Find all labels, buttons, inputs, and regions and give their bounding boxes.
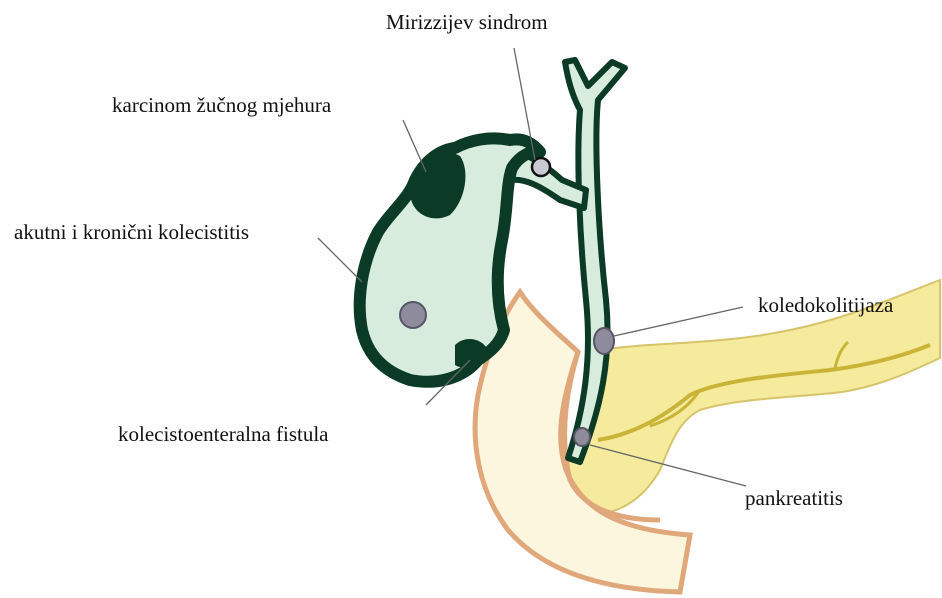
label-cholecystitis: akutni i kronični kolecistitis	[14, 220, 249, 244]
label-pancreatitis: pankreatitis	[745, 486, 843, 510]
label-mirizzi: Mirizzijev sindrom	[386, 10, 548, 34]
mirizzi-stone	[532, 158, 550, 176]
gallstone-in-gallbladder	[400, 302, 426, 328]
label-fistula: kolecistoenteralna fistula	[118, 422, 329, 446]
label-carcinoma: karcinom žučnog mjehura	[112, 93, 332, 117]
ampullary-stone	[574, 428, 590, 446]
label-choledocholithiasis: koledokolitijaza	[758, 293, 894, 317]
leader-cholecystitis	[318, 238, 362, 282]
common-bile-duct-stone	[594, 328, 614, 354]
leader-carcinoma	[403, 120, 426, 172]
leader-choledocholithiasis	[614, 307, 743, 336]
